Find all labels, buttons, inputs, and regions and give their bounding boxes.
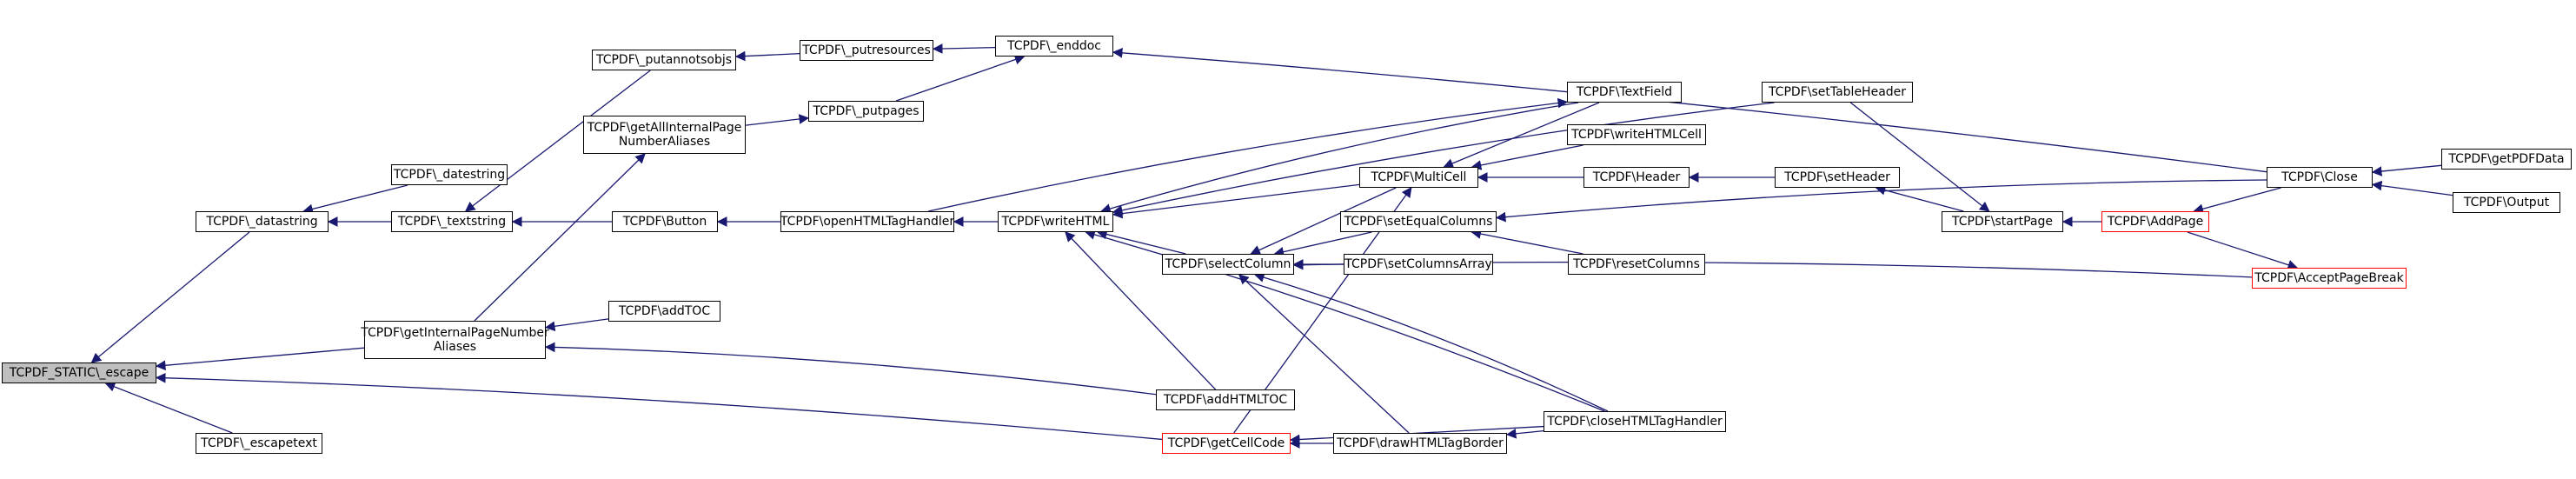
node-addtoc[interactable]: TCPDF\addTOC (608, 301, 720, 322)
edge-putresources-to-putannotsobjs (734, 50, 800, 62)
edge-getInternalPageNumberAliases-to-escape (155, 347, 365, 371)
edge-getPDFData-to-close (2371, 164, 2442, 176)
node-reset-columns[interactable]: TCPDF\resetColumns (1568, 254, 1705, 275)
node-set-equal-columns[interactable]: TCPDF\setEqualColumns (1340, 211, 1497, 232)
edge-closeHTMLTagHandler-to-drawHTMLTagBorder (1505, 428, 1544, 439)
edge-putannotsobjs-to-textstring (464, 70, 651, 212)
node-textfield[interactable]: TCPDF\TextField (1567, 82, 1682, 103)
edge-addTOC-to-getInternalPageNumberAliases (544, 318, 609, 332)
node-write-html[interactable]: TCPDF\writeHTML (998, 211, 1113, 232)
edge-setEqualColumns-to-selectColumn (1273, 231, 1372, 257)
edge-startPage-to-setHeader (1875, 185, 1964, 212)
node-draw-html-tag-border[interactable]: TCPDF\drawHTMLTagBorder (1333, 433, 1507, 454)
node-putannotsobjs[interactable]: TCPDF\_putannotsobjs (592, 50, 736, 70)
node-accept-page-break[interactable]: TCPDF\AcceptPageBreak (2252, 268, 2407, 289)
edge-resetColumns-to-setEqualColumns (1471, 229, 1583, 255)
node-set-header[interactable]: TCPDF\setHeader (1775, 167, 1900, 188)
edge-multiCell-to-selectColumn (1250, 187, 1397, 255)
edge-escapetext-to-escape (104, 382, 233, 434)
edge-openHTMLTagHandler-to-textField (928, 97, 1569, 212)
edge-datastring-to-escape (90, 231, 250, 363)
edge-datestring-to-datastring (302, 184, 408, 215)
edge-textField-to-writeHTML (1100, 102, 1579, 214)
node-header[interactable]: TCPDF\Header (1583, 167, 1690, 188)
edge-closeHTMLTagHandler-to-selectColumn (1253, 272, 1609, 412)
node-write-html-cell[interactable]: TCPDF\writeHTMLCell (1567, 124, 1706, 145)
edge-selectColumn-to-writeHTML (1096, 229, 1186, 255)
node-multicell[interactable]: TCPDF\MultiCell (1359, 167, 1478, 188)
edge-enddoc-to-putresources (932, 43, 996, 54)
node-add-html-toc[interactable]: TCPDF\addHTMLTOC (1156, 389, 1295, 410)
edge-getInternalPageNumberAliases-to-getAllInternalPageNumberAliases (474, 153, 646, 322)
node-datastring[interactable]: TCPDF\_datastring (196, 211, 329, 232)
node-set-table-header[interactable]: TCPDF\setTableHeader (1762, 82, 1913, 103)
edge-setTableHeader-to-startPage (1849, 102, 1990, 212)
node-open-html-tag-handler[interactable]: TCPDF\openHTMLTagHandler (780, 211, 954, 232)
edge-textField-to-multiCell (1443, 102, 1600, 169)
node-get-all-internal-page-number-aliases[interactable]: TCPDF\getAllInternalPage NumberAliases (583, 116, 746, 154)
node-putpages[interactable]: TCPDF\_putpages (808, 101, 924, 122)
edge-drawHTMLTagBorder-to-selectColumn (1238, 274, 1410, 434)
node-add-page[interactable]: TCPDF\AddPage (2101, 211, 2209, 232)
edge-getAllInternalPageNumberAliases-to-putpages (745, 114, 810, 126)
edge-closeHTMLTagHandler-to-writeHTML (1085, 230, 1605, 412)
node-get-internal-page-number-aliases[interactable]: TCPDF\getInternalPageNumber Aliases (361, 321, 549, 359)
node-escapetext[interactable]: TCPDF\_escapetext (196, 433, 322, 454)
node-putresources[interactable]: TCPDF\_putresources (800, 40, 933, 61)
edge-addPage-to-acceptPageBreak (2187, 231, 2299, 270)
node-button[interactable]: TCPDF\Button (612, 211, 718, 232)
node-datestring[interactable]: TCPDF\_datestring (391, 164, 508, 185)
node-textstring[interactable]: TCPDF\_textstring (391, 211, 513, 232)
node-escape[interactable]: TCPDF_STATIC\_escape (2, 363, 156, 383)
edge-multiCell-to-writeHTML (1112, 183, 1360, 219)
node-get-cell-code[interactable]: TCPDF\getCellCode (1162, 433, 1291, 454)
edge-setTableHeader-to-writeHTML (1112, 102, 1775, 216)
node-start-page[interactable]: TCPDF\startPage (1942, 211, 2063, 232)
edge-close-to-addPage (2193, 187, 2281, 214)
node-close[interactable]: TCPDF\Close (2267, 167, 2373, 188)
edge-output-to-close (2371, 180, 2453, 196)
node-output[interactable]: TCPDF\Output (2453, 192, 2560, 213)
node-select-column[interactable]: TCPDF\selectColumn (1162, 254, 1294, 275)
edge-close-to-enddoc (1112, 48, 2267, 173)
node-close-html-tag-handler[interactable]: TCPDF\closeHTMLTagHandler (1544, 411, 1726, 432)
edge-writeHTMLCell-to-multiCell (1471, 144, 1583, 170)
node-get-pdf-data[interactable]: TCPDF\getPDFData (2441, 149, 2572, 170)
edge-addHTMLTOC-to-getInternalPageNumberAliases (544, 342, 1157, 396)
node-enddoc[interactable]: TCPDF\_enddoc (995, 36, 1113, 57)
edge-addHTMLTOC-to-writeHTML (1065, 231, 1217, 390)
edge-putpages-to-enddoc (895, 54, 1026, 102)
edge-getCellCode-to-escape (155, 372, 1163, 441)
edge-close-to-setEqualColumns (1495, 179, 2267, 223)
node-set-columns-array[interactable]: TCPDF\setColumnsArray (1344, 254, 1493, 275)
